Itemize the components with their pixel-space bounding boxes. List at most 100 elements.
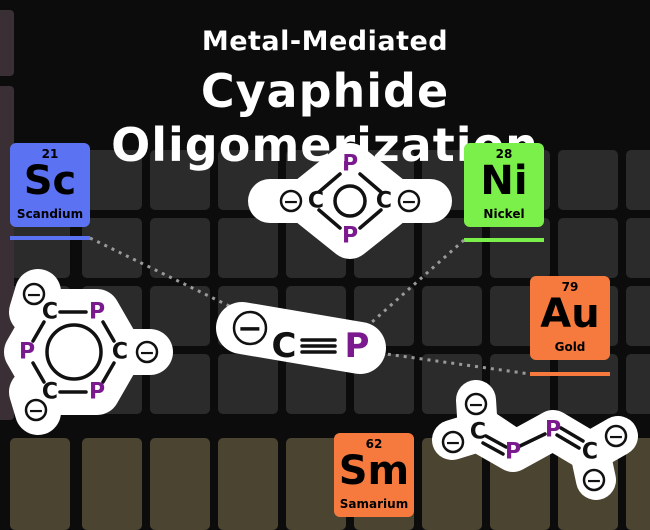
grid-cell	[10, 218, 70, 278]
negative-charge-symbol: −	[26, 284, 42, 306]
grid-cell	[626, 438, 650, 530]
element-tile-nickel: 28 Ni Nickel	[464, 143, 544, 227]
negative-charge-icon	[279, 189, 303, 213]
negative-charge-symbol: −	[139, 342, 155, 364]
diagram-subtitle: Metal-Mediated	[201, 26, 449, 57]
grid-cell	[558, 218, 618, 278]
chemical-bond	[481, 441, 505, 456]
scandium-underline	[10, 236, 90, 240]
chemical-bond	[317, 172, 342, 194]
grid-cell	[150, 438, 210, 530]
negative-charge-symbol: −	[468, 394, 484, 416]
negative-charge-symbol: −	[586, 470, 602, 492]
negative-charge-symbol: −	[445, 432, 461, 454]
grid-cell	[0, 86, 14, 152]
element-name: Samarium	[339, 497, 409, 511]
phosphorus-atom: P	[505, 440, 521, 465]
carbon-atom: C	[308, 189, 324, 214]
grid-cell	[422, 286, 482, 346]
grid-cell	[558, 150, 618, 210]
nickel-underline	[464, 238, 544, 242]
aromatic-ring	[45, 323, 103, 381]
carbon-atom: C	[582, 440, 598, 465]
chemical-bond	[101, 361, 116, 384]
grid-cell	[82, 150, 142, 210]
element-number: 28	[495, 147, 513, 161]
element-number: 79	[561, 280, 579, 294]
chemical-bond	[555, 433, 581, 450]
phosphorus-atom: P	[19, 340, 35, 365]
chemical-bond	[31, 361, 46, 384]
aromatic-ring	[333, 184, 367, 218]
chemical-bond	[358, 172, 383, 194]
grid-cell	[490, 354, 550, 414]
grid-cell	[626, 286, 650, 346]
grid-cell	[0, 10, 14, 76]
carbon-atom: C	[272, 326, 297, 366]
negative-charge-symbol: −	[283, 191, 299, 213]
diagram-title: Cyaphide Oligomerization	[111, 64, 539, 172]
negative-charge-icon	[582, 468, 606, 492]
phosphorus-atom: P	[89, 380, 105, 405]
grid-cell	[218, 354, 278, 414]
negative-charge-icon	[22, 282, 46, 306]
phosphorus-atom: P	[89, 300, 105, 325]
carbon-atom: C	[376, 189, 392, 214]
element-tile-scandium: 21 Sc Scandium	[10, 143, 90, 227]
element-tile-samarium: 62 Sm Samarium	[334, 433, 414, 517]
element-name: Gold	[554, 340, 586, 354]
phosphorus-atom: P	[342, 224, 358, 249]
negative-charge-symbol: −	[401, 191, 417, 213]
chemical-bond	[101, 320, 116, 343]
chemical-bond	[518, 432, 547, 448]
negative-charge-icon	[441, 430, 465, 454]
grid-cell	[286, 438, 346, 530]
grid-cell	[422, 438, 482, 530]
grid-cell	[150, 218, 210, 278]
phosphorus-atom: P	[345, 326, 370, 366]
grid-cell	[150, 286, 210, 346]
negative-charge-symbol: −	[608, 426, 624, 448]
negative-charge-icon	[464, 392, 488, 416]
grid-cell	[218, 438, 278, 530]
connector-lines	[10, 236, 610, 376]
grid-cell	[626, 354, 650, 414]
grid-cell	[218, 218, 278, 278]
phosphorus-atom: P	[342, 152, 358, 177]
element-tile-gold: 79 Au Gold	[530, 276, 610, 360]
grid-cell	[626, 218, 650, 278]
grid-cell	[150, 150, 210, 210]
dotted-connector	[371, 350, 531, 376]
carbon-atom: C	[42, 380, 58, 405]
molecule-cyaphide: −C P	[216, 302, 386, 374]
carbon-atom: C	[470, 420, 486, 445]
grid-cell	[626, 150, 650, 210]
negative-charge-icon	[24, 398, 48, 422]
element-number: 21	[41, 147, 59, 161]
phosphorus-atom: P	[545, 418, 561, 443]
negative-charge-symbol: −	[28, 400, 44, 422]
element-name: Scandium	[16, 207, 84, 221]
carbon-atom: C	[42, 300, 58, 325]
element-symbol: Ni	[480, 158, 528, 204]
negative-charge-icon	[232, 310, 268, 346]
chemical-bond	[31, 320, 46, 343]
chemical-bond	[317, 208, 342, 230]
element-symbol: Sc	[23, 158, 77, 204]
grid-cell	[82, 438, 142, 530]
chemical-bond	[484, 434, 508, 449]
grid-cell	[10, 438, 70, 530]
gold-underline	[530, 372, 610, 376]
negative-charge-icon	[135, 340, 159, 364]
chemical-bond	[559, 426, 585, 443]
grid-cell	[490, 218, 550, 278]
negative-charge-symbol: −	[237, 312, 262, 347]
element-symbol: Sm	[338, 448, 410, 494]
element-symbol: Au	[540, 291, 600, 337]
carbon-atom: C	[112, 340, 128, 365]
